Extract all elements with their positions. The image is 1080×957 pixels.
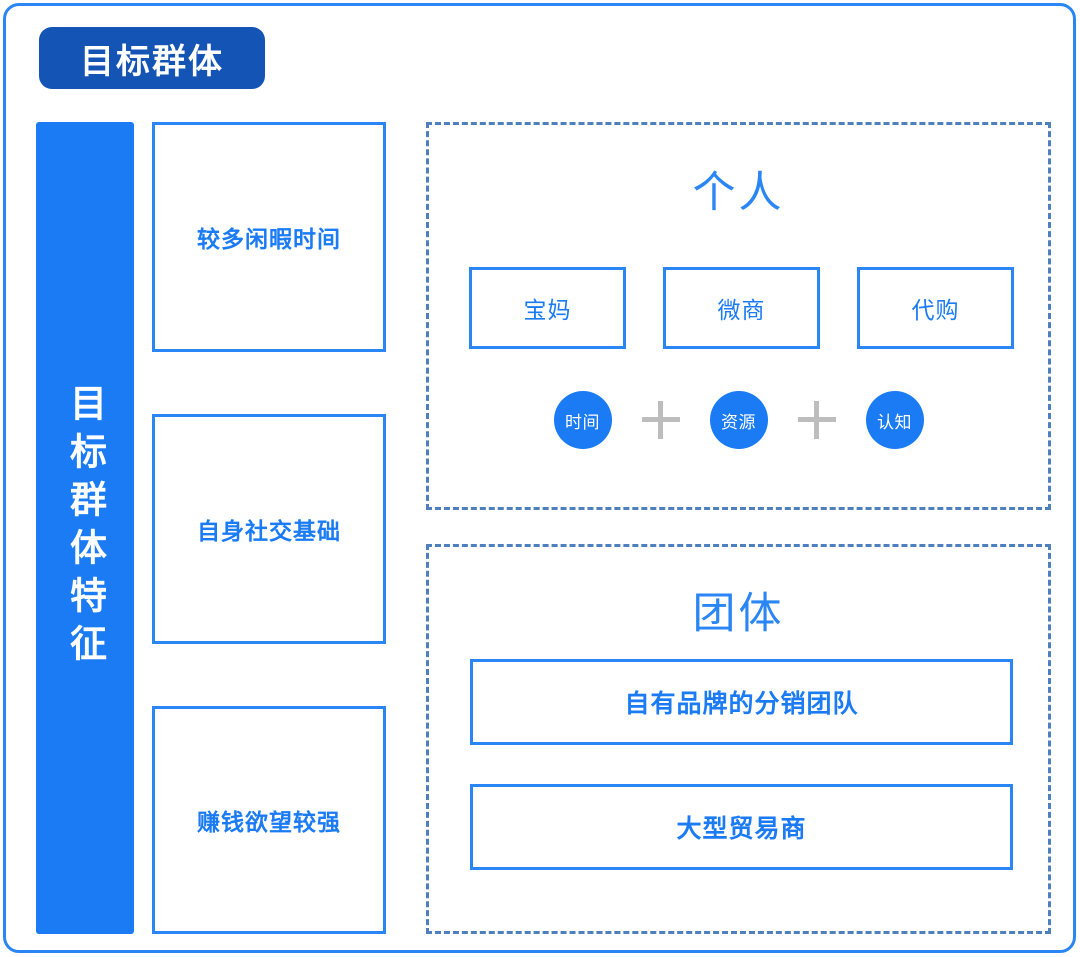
plus-icon <box>797 401 836 439</box>
vertical-label-text: 目标群体特征 <box>64 384 106 672</box>
role-box-baoma: 宝妈 <box>469 267 626 349</box>
capability-label: 认知 <box>877 412 912 432</box>
capability-circle-time: 时间 <box>553 391 612 449</box>
role-box-daigou: 代购 <box>857 267 1014 349</box>
role-label: 微商 <box>717 297 766 323</box>
role-label: 宝妈 <box>523 297 572 323</box>
org-box-large-trader: 大型贸易商 <box>470 784 1013 870</box>
feature-label: 较多闲暇时间 <box>197 226 341 252</box>
group-organization: 团体 自有品牌的分销团队 大型贸易商 <box>426 544 1051 934</box>
page-title-badge: 目标群体 <box>39 27 265 89</box>
individual-roles-row: 宝妈 微商 代购 <box>469 267 1014 349</box>
diagram-frame: 目标群体 目标群体特征 较多闲暇时间 自身社交基础 赚钱欲望较强 个人 宝妈 微… <box>3 3 1076 953</box>
group-individual-heading: 个人 <box>692 169 785 217</box>
feature-label: 自身社交基础 <box>197 518 341 544</box>
role-box-weishang: 微商 <box>663 267 820 349</box>
org-label: 大型贸易商 <box>676 815 807 843</box>
role-label: 代购 <box>911 297 960 323</box>
capability-label: 资源 <box>721 412 756 432</box>
feature-box-leisure-time: 较多闲暇时间 <box>152 122 386 352</box>
plus-icon <box>641 401 680 439</box>
group-organization-heading: 团体 <box>692 590 785 638</box>
capability-formula-row: 时间 资源 认知 <box>429 391 1048 449</box>
feature-label: 赚钱欲望较强 <box>197 809 341 835</box>
group-individual: 个人 宝妈 微商 代购 时间 资源 认知 <box>426 122 1051 510</box>
feature-box-social-base: 自身社交基础 <box>152 414 386 644</box>
capability-circle-cognition: 认知 <box>865 391 924 449</box>
org-label: 自有品牌的分销团队 <box>624 690 859 718</box>
vertical-label-bar: 目标群体特征 <box>36 122 134 934</box>
capability-circle-resource: 资源 <box>709 391 768 449</box>
feature-box-money-desire: 赚钱欲望较强 <box>152 706 386 934</box>
org-box-own-brand-team: 自有品牌的分销团队 <box>470 659 1013 745</box>
capability-label: 时间 <box>565 412 600 432</box>
